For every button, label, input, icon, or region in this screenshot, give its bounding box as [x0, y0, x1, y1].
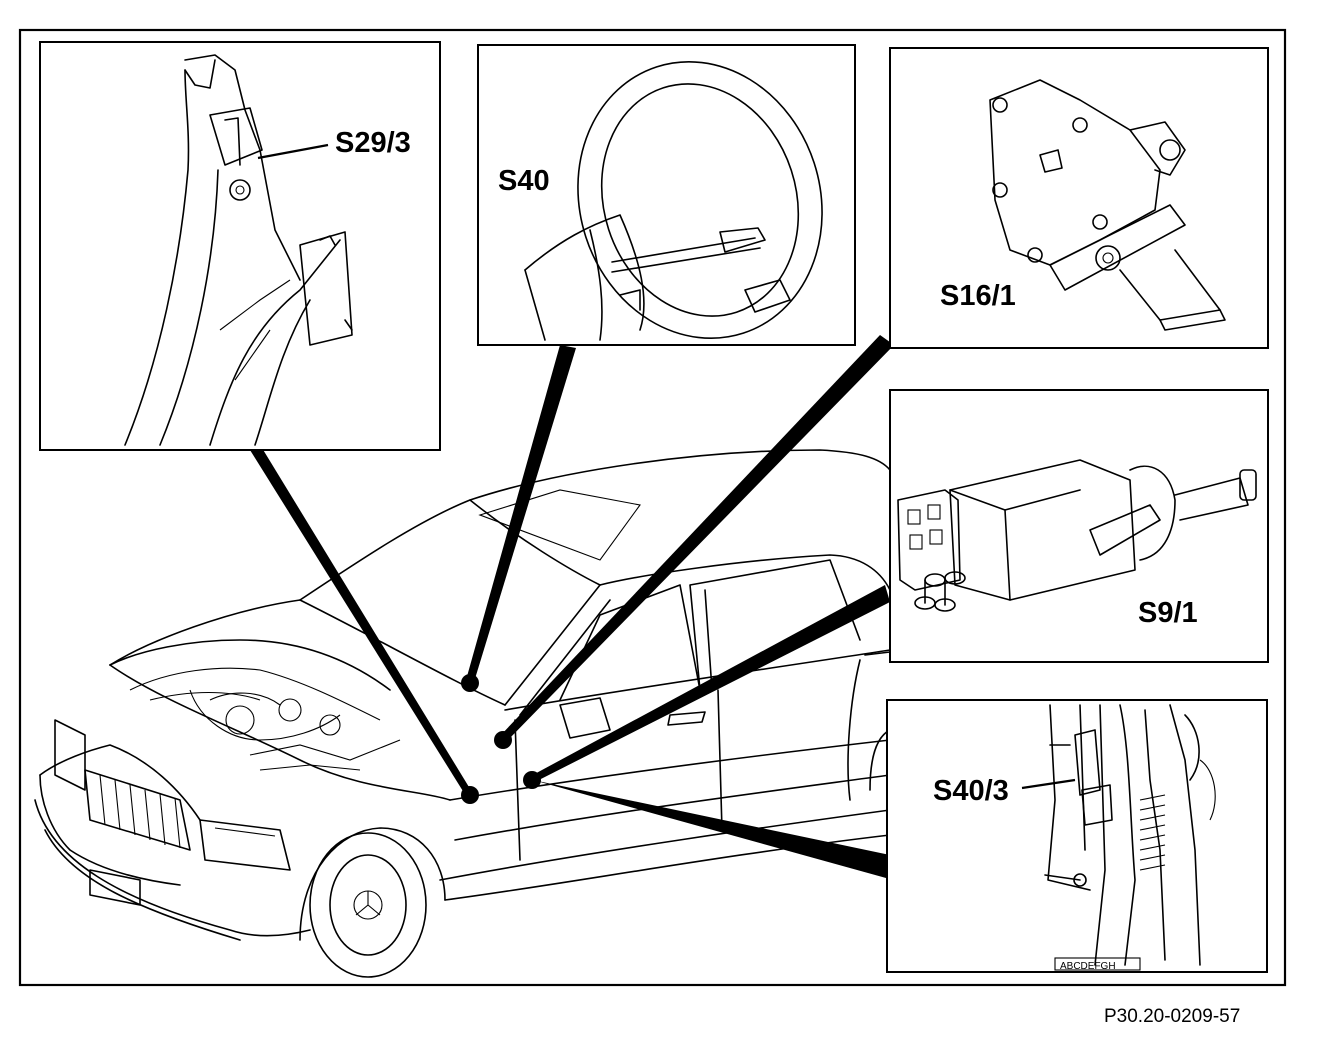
- label-s16-1: S16/1: [940, 280, 1016, 312]
- callout-dot-s16-1: [494, 731, 512, 749]
- car-illustration: [34, 449, 891, 978]
- inset-s9-1: S9/1: [889, 389, 1269, 663]
- inset-s40: S40: [477, 44, 856, 346]
- outer-frame: [18, 28, 1287, 987]
- plate-text: ABCDEFGH: [1060, 961, 1116, 972]
- callout-dot-s9-1: [523, 771, 541, 789]
- label-s29-3: S29/3: [335, 127, 411, 159]
- label-s9-1: S9/1: [1138, 597, 1198, 629]
- reference-code: P30.20-0209-57: [1104, 1006, 1240, 1027]
- inset-s29-3: S29/3: [39, 41, 441, 451]
- label-s40-3: S40/3: [933, 775, 1009, 807]
- callout-dot-s40: [461, 674, 479, 692]
- inset-s16-1: S16/1: [889, 47, 1269, 349]
- callout-lines: [250, 335, 894, 878]
- inset-s40-3: ABCDEFGH S40/3: [886, 699, 1268, 973]
- label-s40: S40: [498, 165, 550, 197]
- callout-dot-s29-3: [461, 786, 479, 804]
